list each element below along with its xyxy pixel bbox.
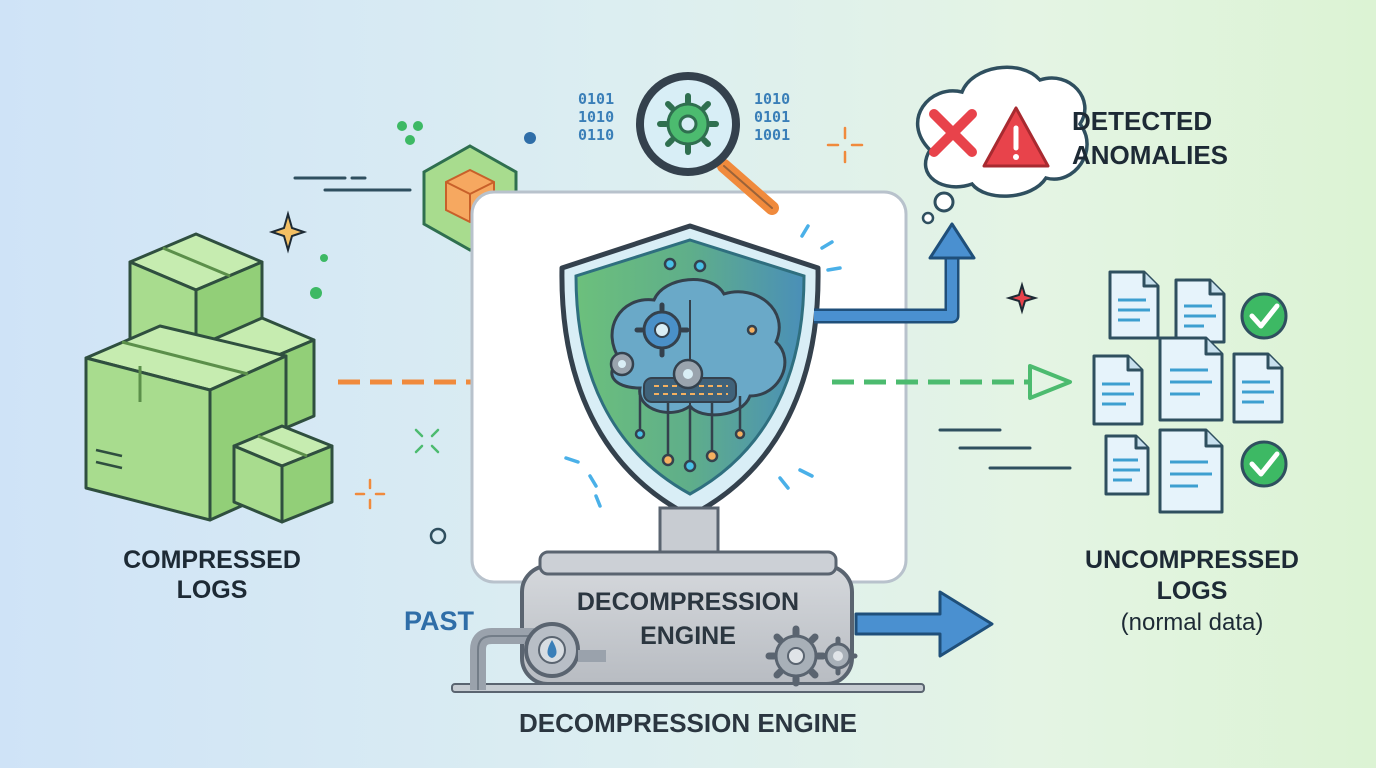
document-icon: [1108, 270, 1160, 340]
binary-row: 0110: [578, 126, 614, 144]
uncompressed-logs-line2: LOGS: [1156, 577, 1228, 605]
decor-dots: [310, 121, 536, 545]
sparkle-icon: [268, 210, 308, 254]
engine-column: [658, 506, 720, 558]
gear-icon: [634, 302, 690, 358]
glow-rays: [564, 224, 842, 508]
circuit-lines: [634, 257, 758, 473]
pipe-valve-icon: [470, 622, 606, 690]
error-x-icon: [929, 109, 977, 157]
binary-right: 1010 0101 1001: [754, 90, 790, 144]
gear-icon: [818, 636, 858, 676]
plus-sparkle-icon: [354, 126, 864, 510]
binary-left: 0101 1010 0110: [578, 90, 614, 144]
binary-row: 0101: [754, 108, 790, 126]
checkmark-icon: [1240, 440, 1288, 488]
binary-row: 1010: [578, 108, 614, 126]
box-icon: [232, 424, 334, 524]
compressed-logs-label: COMPRESSED LOGS: [92, 545, 332, 605]
document-icon: [1092, 354, 1144, 426]
gear-icon: [609, 351, 635, 377]
sparkle-icon: [1005, 281, 1039, 315]
binary-row: 0101: [578, 90, 614, 108]
shield-brain-icon: [559, 223, 842, 519]
document-icon: [1174, 278, 1226, 344]
engine-box-line1: DECOMPRESSION: [576, 588, 800, 616]
document-icon: [1158, 336, 1224, 422]
magnifier-gear-icon: [636, 72, 779, 215]
motion-lines-right: [938, 428, 1072, 470]
uncompressed-logs-note: (normal data): [1120, 609, 1264, 636]
engine-caption: DECOMPRESSION ENGINE: [518, 708, 858, 738]
anomaly-route-arrow: [814, 222, 976, 324]
detected-anomalies-label: DETECTED ANOMALIES: [1072, 104, 1272, 172]
output-flow-arrow: [832, 364, 1072, 400]
detected-anomalies-line1: DETECTED: [1072, 106, 1213, 136]
gear-icon: [672, 358, 704, 390]
binary-row: 1010: [754, 90, 790, 108]
document-icon: [1104, 434, 1150, 496]
uncompressed-logs-label: UNCOMPRESSED LOGS (normal data): [1056, 545, 1328, 638]
engine-output-arrow: [854, 590, 994, 658]
anomaly-thought-bubble: [916, 65, 1089, 225]
document-icon: [1232, 352, 1284, 424]
x-sparkle-icon: [414, 428, 440, 454]
engine-box-label: DECOMPRESSION ENGINE: [548, 585, 828, 653]
engine-box-line2: ENGINE: [640, 622, 736, 650]
motion-lines-left: [293, 176, 412, 192]
past-label: PAST: [404, 606, 475, 636]
checkmark-icon: [1240, 292, 1288, 340]
compressed-logs-line2: LOGS: [176, 576, 248, 604]
uncompressed-documents: [1092, 270, 1284, 514]
gear-icon: [657, 93, 719, 155]
detected-anomalies-line2: ANOMALIES: [1072, 140, 1228, 170]
warning-triangle-icon: [982, 106, 1050, 168]
compressed-boxes: [84, 232, 334, 524]
binary-row: 1001: [754, 126, 790, 144]
uncompressed-logs-line1: UNCOMPRESSED: [1085, 546, 1299, 574]
compressed-logs-line1: COMPRESSED: [123, 546, 301, 574]
document-icon: [1158, 428, 1224, 514]
